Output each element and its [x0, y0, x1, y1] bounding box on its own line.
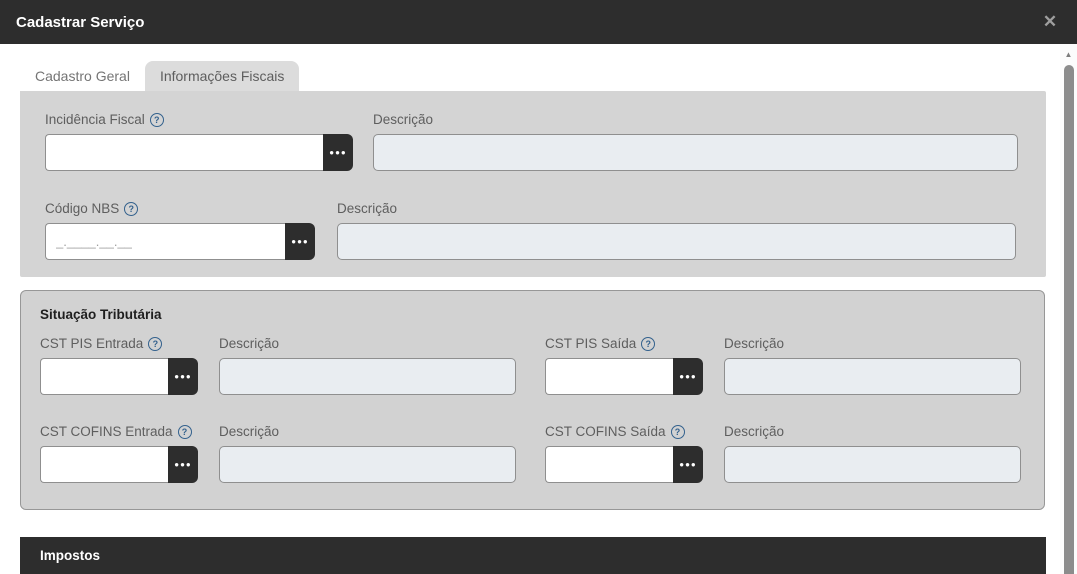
codigo-nbs-label: Código NBS ?	[45, 200, 315, 217]
scrollbar[interactable]: ▲	[1060, 44, 1077, 574]
modal-body: Cadastro Geral Informações Fiscais Incid…	[0, 44, 1060, 574]
codigo-nbs-lookup-wrap: ●●●	[45, 223, 315, 260]
close-icon: ✕	[1042, 12, 1058, 31]
impostos-section-header: Impostos	[20, 537, 1046, 574]
cst-cofins-saida-group: CST COFINS Saída ? ●●●	[545, 423, 703, 483]
incidencia-fiscal-row: Incidência Fiscal ? ●●● Descrição	[45, 111, 1021, 171]
incidencia-fiscal-label-text: Incidência Fiscal	[45, 112, 145, 127]
cst-pis-entrada-descricao-input	[219, 358, 516, 395]
help-icon[interactable]: ?	[177, 424, 192, 439]
cst-cofins-saida-label: CST COFINS Saída ?	[545, 423, 703, 440]
incidencia-fiscal-lookup-wrap: ●●●	[45, 134, 353, 171]
cst-pis-entrada-lookup-button[interactable]: ●●●	[168, 358, 198, 395]
cst-cofins-entrada-descricao-input	[219, 446, 516, 483]
codigo-nbs-descricao-input	[337, 223, 1016, 260]
fiscal-info-panel: Incidência Fiscal ? ●●● Descrição Código…	[20, 91, 1046, 277]
help-icon[interactable]: ?	[670, 424, 685, 439]
cst-cofins-entrada-label-text: CST COFINS Entrada	[40, 424, 173, 439]
cst-pis-saida-descricao-group: Descrição	[724, 335, 1021, 395]
scroll-up-icon[interactable]: ▲	[1064, 50, 1073, 59]
cst-pis-entrada-input[interactable]	[40, 358, 168, 395]
cst-pis-saida-label: CST PIS Saída ?	[545, 335, 703, 352]
cst-cofins-entrada-lookup-button[interactable]: ●●●	[168, 446, 198, 483]
codigo-nbs-descricao-group: Descrição	[337, 200, 1016, 260]
cst-cofins-saida-input[interactable]	[545, 446, 673, 483]
cst-pis-saida-group: CST PIS Saída ? ●●●	[545, 335, 703, 395]
cst-cofins-entrada-group: CST COFINS Entrada ? ●●●	[40, 423, 198, 483]
ellipsis-icon: ●●●	[679, 460, 697, 469]
cst-pis-entrada-label: CST PIS Entrada ?	[40, 335, 198, 352]
codigo-nbs-row: Código NBS ? ●●● Descrição	[45, 200, 1021, 260]
cst-cofins-saida-lookup-button[interactable]: ●●●	[673, 446, 703, 483]
tab-cadastro-geral[interactable]: Cadastro Geral	[20, 61, 145, 91]
incidencia-fiscal-group: Incidência Fiscal ? ●●●	[45, 111, 353, 171]
cst-cofins-saida-descricao-group: Descrição	[724, 423, 1021, 483]
incidencia-fiscal-label: Incidência Fiscal ?	[45, 111, 353, 128]
help-icon[interactable]: ?	[641, 336, 656, 351]
cst-pis-entrada-group: CST PIS Entrada ? ●●●	[40, 335, 198, 395]
situacao-tributaria-panel: Situação Tributária CST PIS Entrada ? ●●…	[20, 290, 1045, 510]
ellipsis-icon: ●●●	[679, 372, 697, 381]
cst-cofins-entrada-lookup-wrap: ●●●	[40, 446, 198, 483]
codigo-nbs-descricao-label: Descrição	[337, 201, 398, 216]
cst-cofins-saida-lookup-wrap: ●●●	[545, 446, 703, 483]
help-icon[interactable]: ?	[124, 201, 139, 216]
tab-informacoes-fiscais[interactable]: Informações Fiscais	[144, 61, 300, 91]
cst-pis-saida-lookup-wrap: ●●●	[545, 358, 703, 395]
codigo-nbs-label-text: Código NBS	[45, 201, 120, 216]
incidencia-descricao-label: Descrição	[373, 112, 434, 127]
incidencia-descricao-group: Descrição	[373, 111, 1018, 171]
tab-bar: Cadastro Geral Informações Fiscais	[20, 61, 300, 91]
cst-cofins-row: CST COFINS Entrada ? ●●● Descrição CST C…	[40, 423, 1025, 483]
cst-pis-entrada-descricao-label: Descrição	[219, 336, 280, 351]
cst-pis-entrada-descricao-group: Descrição	[219, 335, 516, 395]
ellipsis-icon: ●●●	[174, 460, 192, 469]
cst-pis-row: CST PIS Entrada ? ●●● Descrição CST PIS …	[40, 335, 1025, 395]
scroll-thumb[interactable]	[1064, 65, 1074, 574]
codigo-nbs-lookup-button[interactable]: ●●●	[285, 223, 315, 260]
ellipsis-icon: ●●●	[174, 372, 192, 381]
codigo-nbs-group: Código NBS ? ●●●	[45, 200, 315, 260]
situacao-tributaria-title: Situação Tributária	[40, 307, 162, 322]
codigo-nbs-input[interactable]	[45, 223, 285, 260]
cst-pis-entrada-label-text: CST PIS Entrada	[40, 336, 144, 351]
close-button[interactable]: ✕	[1033, 0, 1067, 44]
cst-cofins-entrada-label: CST COFINS Entrada ?	[40, 423, 198, 440]
cst-pis-saida-label-text: CST PIS Saída	[545, 336, 637, 351]
cst-cofins-entrada-descricao-group: Descrição	[219, 423, 516, 483]
cst-cofins-entrada-input[interactable]	[40, 446, 168, 483]
modal-header: Cadastrar Serviço ✕	[0, 0, 1077, 44]
incidencia-descricao-input	[373, 134, 1018, 171]
modal-title: Cadastrar Serviço	[16, 13, 145, 31]
cst-cofins-saida-descricao-input	[724, 446, 1021, 483]
help-icon[interactable]: ?	[149, 112, 164, 127]
ellipsis-icon: ●●●	[329, 148, 347, 157]
cst-cofins-entrada-descricao-label: Descrição	[219, 424, 280, 439]
cst-pis-saida-input[interactable]	[545, 358, 673, 395]
cst-pis-saida-descricao-label: Descrição	[724, 336, 785, 351]
help-icon[interactable]: ?	[148, 336, 163, 351]
cst-pis-saida-lookup-button[interactable]: ●●●	[673, 358, 703, 395]
cst-pis-saida-descricao-input	[724, 358, 1021, 395]
ellipsis-icon: ●●●	[291, 237, 309, 246]
impostos-title: Impostos	[40, 548, 101, 563]
incidencia-fiscal-input[interactable]	[45, 134, 323, 171]
incidencia-fiscal-lookup-button[interactable]: ●●●	[323, 134, 353, 171]
cst-pis-entrada-lookup-wrap: ●●●	[40, 358, 198, 395]
cst-cofins-saida-label-text: CST COFINS Saída	[545, 424, 666, 439]
cst-cofins-saida-descricao-label: Descrição	[724, 424, 785, 439]
